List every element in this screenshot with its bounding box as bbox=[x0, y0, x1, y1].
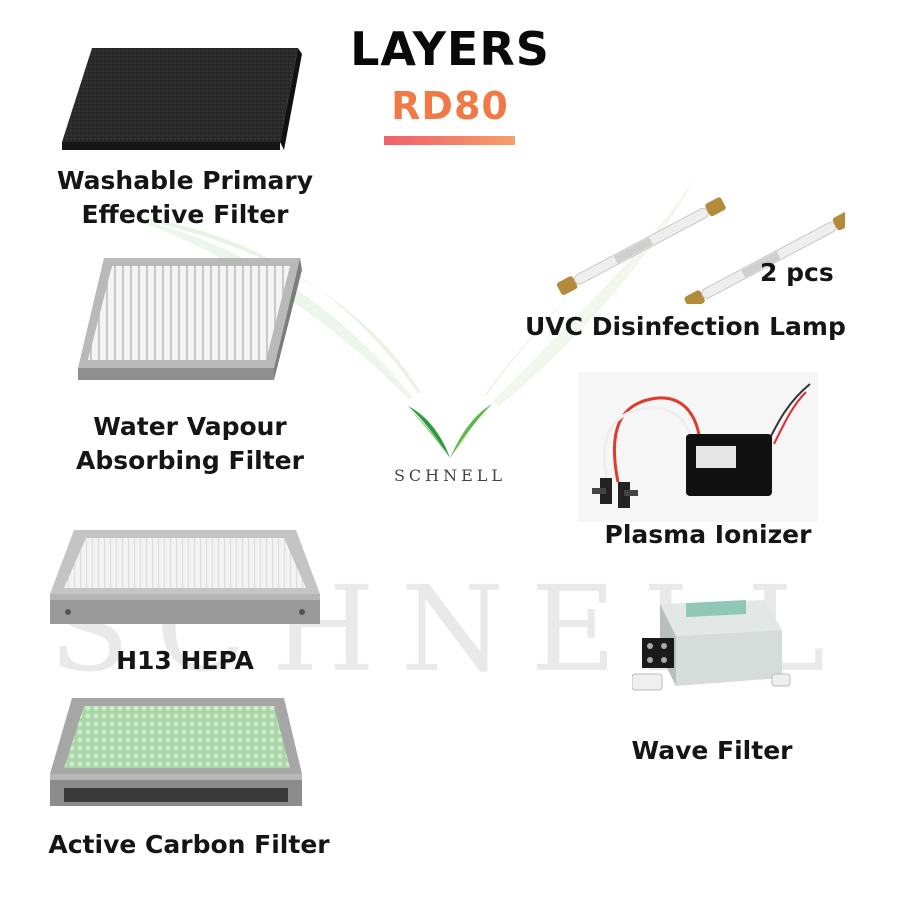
filter-label-hepa: H13 HEPA bbox=[116, 646, 254, 675]
water-vapour-filter-image bbox=[78, 258, 302, 380]
component-label-uvc: UVC Disinfection Lamp bbox=[525, 312, 846, 341]
carbon-filter-image bbox=[50, 698, 302, 806]
wave-filter-image bbox=[632, 600, 791, 691]
component-label-wave: Wave Filter bbox=[631, 736, 793, 765]
filter-label-water-vapour: Water Vapour Absorbing Filter bbox=[76, 412, 304, 475]
filter-label-primary: Washable Primary Effective Filter bbox=[57, 166, 313, 229]
hepa-filter-image bbox=[50, 530, 320, 624]
schnell-leaf-logo-icon bbox=[408, 404, 492, 458]
title-underline bbox=[384, 136, 515, 145]
uvc-lamp-image bbox=[556, 197, 845, 304]
uvc-quantity: 2 pcs bbox=[760, 258, 834, 287]
model-name: RD80 bbox=[391, 84, 509, 128]
brand-name: SCHNELL bbox=[393, 466, 507, 485]
filter-label-carbon: Active Carbon Filter bbox=[48, 830, 330, 859]
page-title: LAYERS bbox=[350, 22, 550, 76]
component-label-plasma: Plasma Ionizer bbox=[604, 520, 812, 549]
plasma-ionizer-image bbox=[578, 372, 818, 522]
logo-badge bbox=[385, 385, 515, 515]
primary-filter-image bbox=[62, 48, 302, 150]
